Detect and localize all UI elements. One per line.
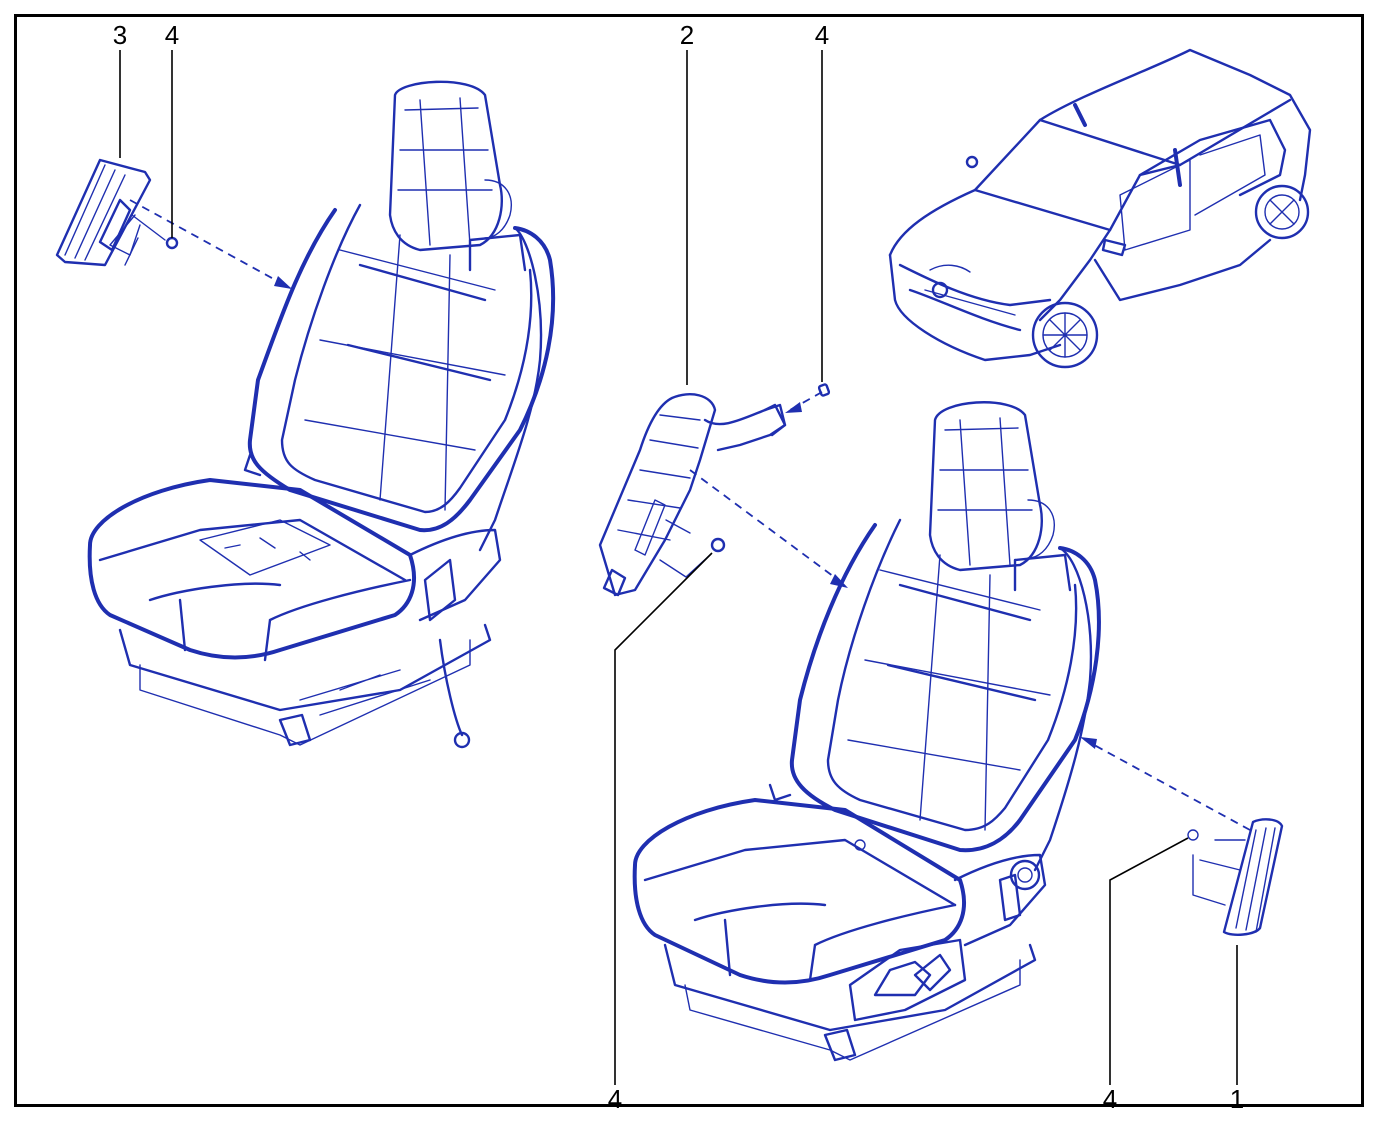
callout-4-top-left: 4 <box>165 20 179 50</box>
callout-3: 3 <box>113 20 127 50</box>
assembly-arrow-left <box>274 276 292 289</box>
callout-1: 1 <box>1230 1084 1244 1114</box>
diagram-frame <box>14 14 1364 1107</box>
right-seat <box>632 401 1101 1062</box>
callout-2: 2 <box>680 20 694 50</box>
callout-4-bottom-right: 4 <box>1103 1084 1117 1114</box>
assembly-guide-right <box>1084 739 1251 831</box>
side-airbag-module-1 <box>1187 818 1284 936</box>
left-seat <box>87 80 556 749</box>
side-airbag-module-3 <box>55 158 179 267</box>
callout-labels: 3 4 2 4 4 4 1 <box>113 20 1244 1114</box>
assembly-arrow-right <box>1080 737 1097 749</box>
callout-4-bottom-center: 4 <box>608 1084 622 1114</box>
assembly-arrow-bracket <box>785 402 802 413</box>
callout-4-top-right: 4 <box>815 20 829 50</box>
assembly-guide-center <box>689 469 846 586</box>
seat-airbag-module-2 <box>598 383 831 597</box>
assembly-guide-left <box>129 199 291 289</box>
assembly-arrow-center <box>830 574 848 588</box>
car-location-illustration <box>888 48 1312 369</box>
callout-leaders <box>119 50 1238 1085</box>
